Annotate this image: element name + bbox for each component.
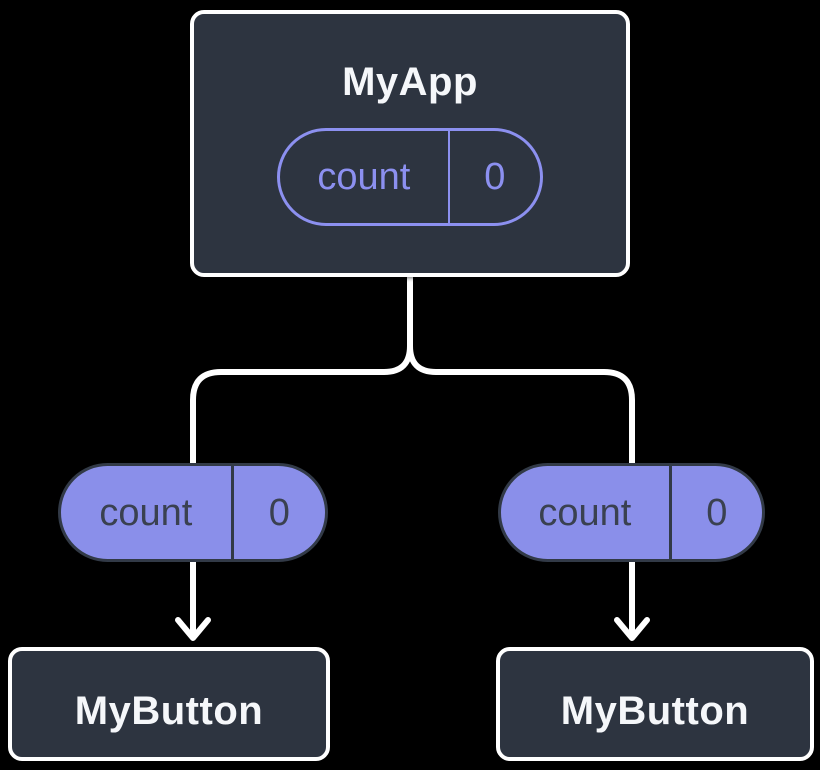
left-prop-pill: count 0 bbox=[58, 463, 328, 562]
right-mybutton-node: MyButton bbox=[496, 647, 814, 761]
left-mybutton-node-title: MyButton bbox=[74, 688, 264, 733]
right-mybutton-node-title: MyButton bbox=[560, 688, 750, 733]
left-prop-pill-label: count bbox=[99, 491, 193, 534]
state-pill-label: count bbox=[317, 156, 411, 198]
myapp-node: MyApp count 0 bbox=[190, 10, 630, 277]
right-branch-connector bbox=[407, 343, 635, 473]
left-prop-pill-value: 0 bbox=[230, 466, 325, 559]
right-prop-pill-label: count bbox=[538, 491, 632, 534]
myapp-node-title: MyApp bbox=[342, 60, 478, 104]
left-branch-connector bbox=[190, 343, 413, 473]
right-arrow-head-icon bbox=[614, 617, 650, 641]
right-prop-pill: count 0 bbox=[498, 463, 765, 562]
left-arrow-head-icon bbox=[175, 617, 211, 641]
state-pill-value: 0 bbox=[447, 131, 540, 223]
myapp-state-pill: count 0 bbox=[277, 128, 543, 226]
left-mybutton-node: MyButton bbox=[8, 647, 330, 761]
right-prop-pill-value: 0 bbox=[668, 466, 762, 559]
